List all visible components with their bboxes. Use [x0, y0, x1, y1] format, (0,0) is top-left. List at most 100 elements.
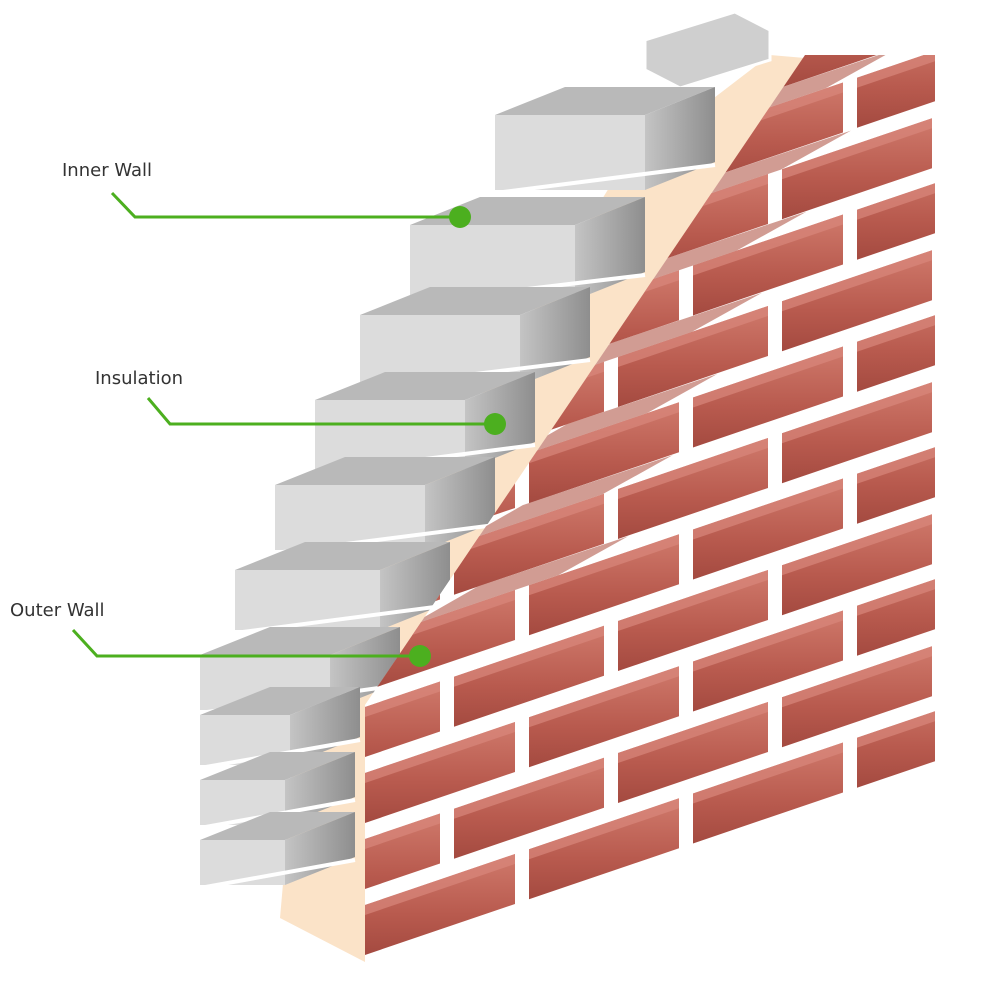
brick-highlight	[365, 681, 440, 743]
brick-face	[618, 701, 768, 803]
outer-wall-brick	[126, 209, 276, 310]
outer-wall-brick	[365, 55, 440, 123]
brick-face	[529, 666, 679, 768]
brick-face	[782, 514, 932, 616]
brick-face	[693, 346, 843, 448]
insulation-fill	[280, 55, 805, 962]
brick-face	[365, 681, 440, 783]
outer-wall-brick	[618, 305, 768, 407]
brick-top-face	[497, 374, 718, 465]
outer-wall-brick	[857, 158, 935, 260]
brick-highlight	[693, 478, 843, 540]
brick-top-face	[408, 536, 629, 627]
outer-wall-brick	[857, 422, 935, 524]
outer-wall-brick	[782, 250, 932, 352]
brick-highlight	[618, 305, 768, 367]
brick-face	[946, 590, 1000, 691]
inner-wall-block	[199, 812, 356, 890]
outer-wall-brick	[946, 458, 1000, 559]
brick-highlight	[946, 458, 1000, 519]
brick-highlight	[857, 158, 935, 220]
outer-wall-brick	[946, 0, 1000, 31]
brick-highlight	[454, 0, 604, 27]
brick-face	[782, 382, 932, 484]
outer-wall-brick	[782, 514, 932, 616]
brick-highlight	[857, 55, 935, 88]
brick-face	[946, 458, 1000, 559]
mortar-joint	[199, 858, 356, 890]
outer-wall-brick	[857, 290, 935, 392]
brick-face	[946, 0, 1000, 31]
outer-wall-brick	[782, 0, 932, 88]
brick-face	[946, 194, 1000, 295]
outer-wall-brick	[946, 194, 1000, 295]
brick-face	[618, 437, 768, 539]
insulation-layer	[280, 55, 805, 962]
brick-face	[126, 473, 276, 574]
outer-wall-brick	[857, 686, 935, 788]
brick-highlight	[782, 646, 932, 708]
brick-highlight	[126, 473, 276, 534]
brick-face	[857, 158, 935, 260]
brick-face	[946, 326, 1000, 427]
brick-highlight	[365, 153, 440, 215]
brick-highlight	[946, 62, 1000, 123]
brick-highlight	[693, 742, 843, 804]
outer-wall-brick	[365, 813, 440, 915]
label-insulation: Insulation	[95, 368, 184, 389]
brick-face	[618, 305, 768, 407]
brick-highlight	[529, 534, 679, 596]
brick-highlight	[693, 0, 843, 11]
outer-wall-brick	[529, 666, 679, 768]
outer-wall-brick	[857, 55, 935, 128]
inner-wall-block	[199, 687, 361, 770]
brick-face	[693, 610, 843, 712]
leader-line	[146, 397, 495, 426]
brick-face	[857, 686, 935, 788]
outer-wall-brick	[693, 346, 843, 448]
inner-wall-block	[199, 752, 356, 830]
block-top-face	[200, 687, 360, 715]
brick-face	[693, 478, 843, 580]
outer-wall-brick	[693, 214, 843, 316]
outer-wall-brick	[454, 625, 604, 727]
brick-face	[454, 625, 604, 727]
brick-face	[529, 798, 679, 900]
leader-line	[71, 628, 420, 658]
leader-outer-wall	[71, 628, 431, 667]
brick-highlight	[946, 326, 1000, 387]
brick-face	[782, 118, 932, 220]
brick-face	[529, 402, 679, 504]
brick-highlight	[857, 290, 935, 352]
outer-wall-brick	[365, 62, 515, 163]
brick-highlight	[365, 55, 440, 83]
brick-face	[782, 646, 932, 748]
brick-highlight	[529, 666, 679, 728]
brick-highlight	[618, 437, 768, 499]
brick-face	[618, 0, 768, 11]
brick-highlight	[782, 0, 932, 47]
outer-wall-brick	[529, 798, 679, 900]
block-top-face	[200, 812, 355, 840]
label-inner-wall: Inner Wall	[62, 160, 152, 181]
brick-highlight	[365, 813, 440, 875]
outer-wall-brick	[782, 646, 932, 748]
inner-wall-block	[234, 542, 451, 635]
brick-face	[126, 341, 276, 442]
brick-face	[201, 118, 351, 219]
brick-face	[365, 813, 440, 915]
brick-highlight	[618, 569, 768, 631]
brick-face	[857, 422, 935, 524]
brick-highlight	[857, 686, 935, 748]
outer-wall-brick	[454, 757, 604, 859]
brick-highlight	[857, 554, 935, 616]
block-top-face	[360, 287, 590, 315]
brick-face	[365, 722, 515, 823]
brick-face	[454, 55, 604, 67]
block-front-face	[200, 840, 285, 885]
block-front-face	[275, 485, 425, 550]
brick-face	[126, 209, 276, 310]
brick-face	[946, 62, 1000, 163]
brick-face	[782, 250, 932, 352]
